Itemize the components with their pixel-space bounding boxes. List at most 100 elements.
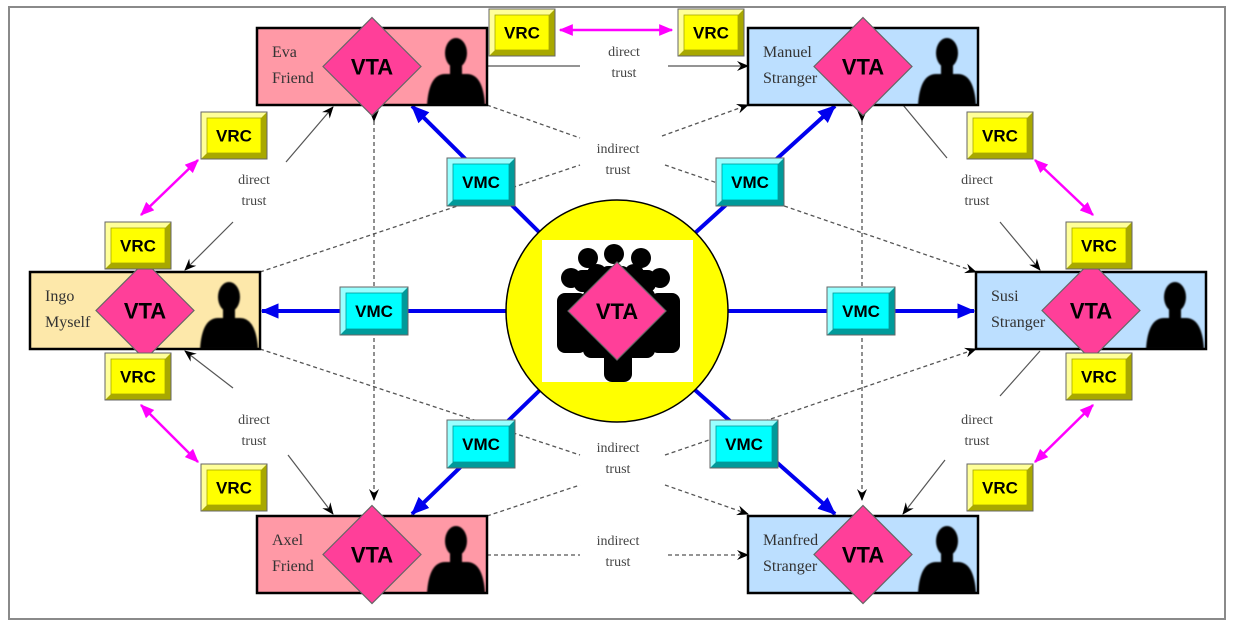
credential-badges-layer: VRC VRC VRC VRC VRC VRC VRC VRC VRC VRC VMC VMC VMC V… [104,8,1133,512]
vta-label: VTA [351,55,393,80]
trust-label-line: trust [965,434,990,449]
badge-label: VRC [982,127,1018,146]
indirect-trust-edge [259,164,581,273]
indirect-trust-edge [664,347,977,456]
trust-label-line: direct [238,173,270,188]
indirect-trust-edge [259,348,581,456]
vta-badge-eva[interactable]: VTA [322,16,422,117]
vrc-badge-axel[interactable]: VRC [200,463,268,512]
trust-label-line: trust [606,163,631,178]
vta-badge-ingo[interactable]: VTA [95,260,195,361]
vrc-badge-ingo-top[interactable]: VRC [104,221,172,270]
trust-label-line: trust [606,555,631,570]
person-first-name: Eva [272,44,297,61]
person-last-name: Friend [272,558,314,575]
vta-label: VTA [1070,299,1112,324]
vta-badge-axel[interactable]: VTA [322,504,422,605]
person-first-name: Ingo [45,288,74,305]
badge-label: VMC [725,435,763,454]
indirect-trust-edge [486,484,581,517]
badge-label: VMC [355,302,393,321]
vmc-badge-manuel[interactable]: VMC [715,157,785,207]
vta-diamond [813,504,913,605]
vrc-badge-manuel[interactable]: VRC [677,8,745,57]
person-silhouette-icon [200,282,258,349]
vta-diamond [567,261,667,361]
vmc-badge-axel[interactable]: VMC [446,419,516,469]
badge-label: VRC [693,24,729,43]
direct-trust-edge [902,104,948,159]
trust-label-line: indirect [597,441,640,456]
badge-label: VRC [120,368,156,387]
direct-trust-edge [184,350,234,389]
vrc-badge-ingo-bottom[interactable]: VRC [104,352,172,401]
person-last-name: Friend [272,70,314,87]
community-node[interactable]: VTA [505,199,729,423]
person-first-name: Susi [991,288,1019,305]
person-last-name: Stranger [763,70,818,87]
trust-label-line: direct [238,413,270,428]
vrc-badge-manuel-right[interactable]: VRC [966,111,1034,160]
indirect-trust-edge [664,484,749,516]
person-silhouette-icon [427,526,485,593]
badge-label: VRC [216,479,252,498]
trust-label-line: trust [965,194,990,209]
trust-labels-layer: directtrustdirecttrustdirecttrustdirectt… [238,45,993,570]
badge-label: VRC [982,479,1018,498]
person-first-name: Manfred [763,532,818,549]
badge-label: VMC [842,302,880,321]
indirect-trust-edge [661,104,749,137]
vta-label: VTA [596,299,638,324]
vrc-badge-eva[interactable]: VRC [488,8,556,57]
community-vta-badge[interactable]: VTA [567,261,667,361]
direct-trust-edge [999,221,1041,271]
vta-diamond [813,16,913,117]
badge-label: VRC [120,237,156,256]
vta-label: VTA [351,543,393,568]
vta-label: VTA [842,55,884,80]
vmc-badge-manfred[interactable]: VMC [709,419,779,469]
vta-diamond [322,16,422,117]
trust-label-line: direct [608,45,640,60]
vrc-badge-susi-bottom[interactable]: VRC [1065,352,1133,401]
indirect-trust-edge [486,104,581,139]
person-first-name: Axel [272,532,304,549]
trust-label-line: trust [612,66,637,81]
badge-label: VMC [731,173,769,192]
vta-badge-manfred[interactable]: VTA [813,504,913,605]
direct-trust-edge [285,106,334,163]
trust-label-line: trust [242,194,267,209]
vta-badge-susi[interactable]: VTA [1041,260,1141,361]
badge-label: VRC [216,127,252,146]
direct-trust-label: direct trust [608,45,640,81]
vrc-badge-eva-left[interactable]: VRC [200,111,268,160]
person-silhouette-icon [918,38,976,105]
vmc-badge-susi[interactable]: VMC [826,286,896,336]
person-first-name: Manuel [763,44,812,61]
person-silhouette-icon [1146,282,1204,349]
trust-label-line: indirect [597,534,640,549]
vmc-badge-ingo[interactable]: VMC [339,286,409,336]
vta-diamond [322,504,422,605]
vta-label: VTA [124,299,166,324]
vrc-link-susi-manfred [1034,404,1094,463]
vrc-badge-manfred[interactable]: VRC [966,463,1034,512]
vmc-badge-eva[interactable]: VMC [446,157,516,207]
vrc-badge-susi-top[interactable]: VRC [1065,221,1133,270]
person-last-name: Stranger [763,558,818,575]
vta-badge-manuel[interactable]: VTA [813,16,913,117]
badge-label: VMC [462,173,500,192]
person-last-name: Myself [45,314,91,331]
direct-trust-edge [902,459,946,515]
person-silhouette-icon [918,526,976,593]
